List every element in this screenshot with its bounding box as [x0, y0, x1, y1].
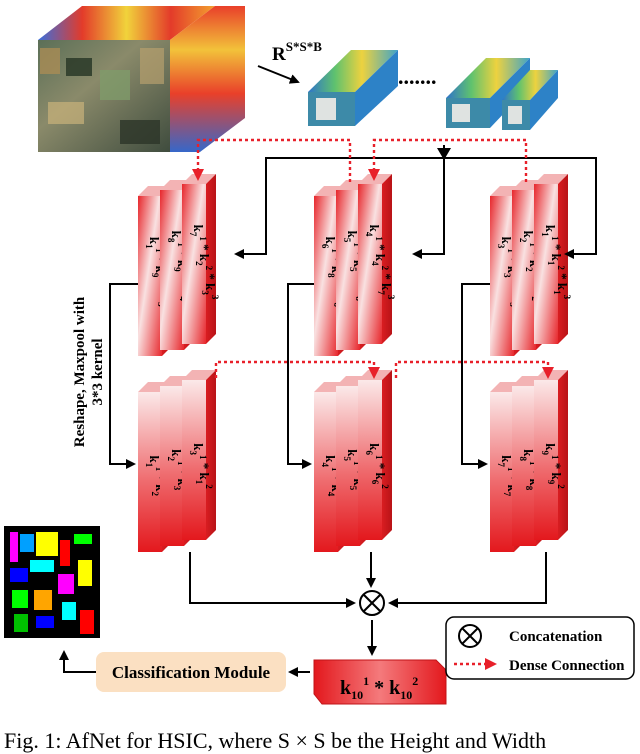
patch-strip [308, 50, 558, 130]
side-label-line1: Reshape, Maxpool with [72, 296, 88, 447]
dense-bottom-2 [394, 360, 554, 379]
classification-map [4, 526, 100, 638]
final-block-label: k101 * k102 [340, 674, 418, 702]
black-connectors [59, 145, 597, 677]
bottom-slab-3-3 [534, 370, 568, 540]
top1-to-bottom1 [109, 283, 138, 469]
classifier-to-map [59, 650, 96, 673]
bottom-kernel-label-1-3: k31 * k12 [188, 443, 214, 489]
patch-down-arrowhead [437, 148, 451, 160]
side-label-line2: 3*3 kernel [90, 338, 106, 405]
top3-to-bottom3 [461, 283, 490, 469]
bottom1-to-concat [189, 552, 356, 608]
top-slab-1-3 [182, 174, 216, 344]
dense-connections [192, 138, 554, 379]
top-slab-3-3 [534, 174, 568, 344]
legend-dense-label: Dense Connection [509, 658, 625, 674]
top-block-row: k11 * k92 * k33k81 * k92 * k43k71 * k22 … [138, 174, 572, 356]
patch-side-1 [355, 50, 398, 126]
patch-top-3 [502, 70, 558, 100]
input-to-block2 [412, 158, 445, 259]
concat-symbol [359, 590, 385, 616]
hyperspectral-cube [38, 6, 245, 152]
top-kernel-label-2-3: k41 * k42 * k73 [364, 225, 396, 300]
dense-bottom-1 [214, 360, 380, 379]
figure-caption: Fig. 1: AfNet for HSIC, where S × S be t… [4, 728, 547, 753]
to-patch-arrow [257, 65, 300, 84]
top-kernel-label-1-3: k71 * k22 * k33 [188, 225, 220, 300]
ellipsis: ....... [398, 64, 437, 89]
classification-label: Classification Module [112, 663, 271, 682]
final-block: k101 * k102 [313, 659, 447, 705]
input-to-block3 [444, 157, 597, 259]
bottom-slab-1-3 [182, 370, 216, 540]
patch-top-2 [446, 58, 530, 98]
top2-to-bottom2 [287, 283, 314, 469]
dense-top-2 [368, 138, 528, 182]
legend: Concatenation Dense Connection [445, 616, 635, 680]
patch-size-label: RS*S*B [272, 39, 322, 65]
bottom-kernel-label-3-3: k91 * k92 [540, 443, 566, 489]
bottom3-to-concat [388, 552, 547, 608]
legend-concat-label: Concatenation [509, 629, 603, 645]
top-kernel-label-3-3: k11 * k12 * k13 [540, 225, 572, 300]
input-to-block1 [234, 157, 444, 259]
classification-module: Classification Module [96, 652, 286, 692]
bottom-kernel-label-2-3: k61 * k62 [364, 443, 390, 489]
cube-side-face [170, 6, 245, 152]
cube-top-face [38, 6, 215, 40]
top-slab-2-3 [358, 174, 392, 344]
patch-top-1 [308, 50, 398, 92]
dense-top-1 [192, 138, 352, 182]
